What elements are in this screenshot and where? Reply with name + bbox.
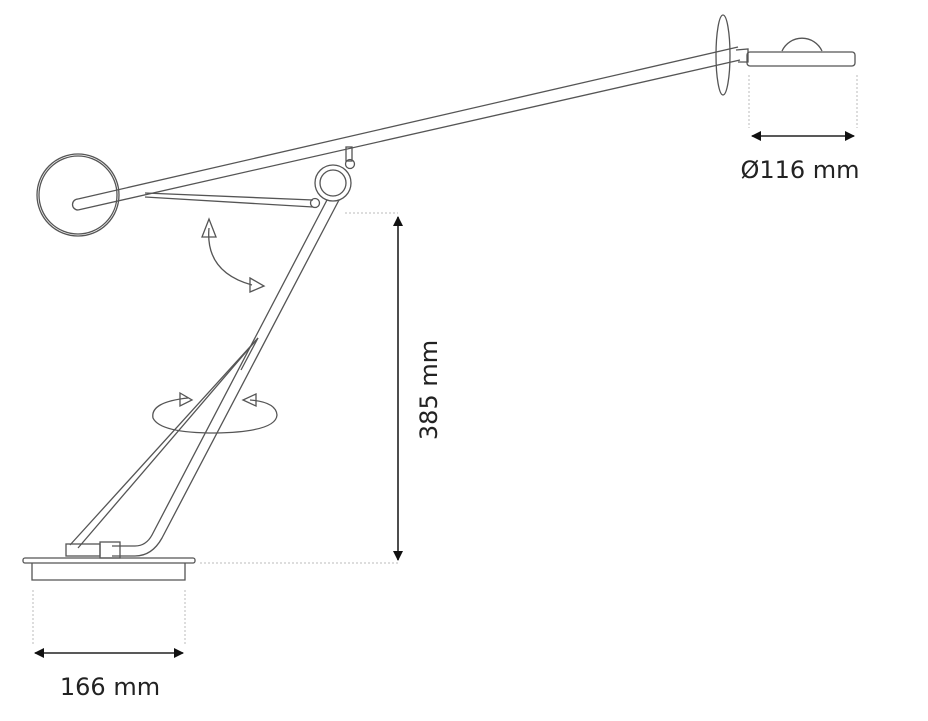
counterweight — [36, 153, 120, 237]
swivel-rotation-arrow — [152, 391, 278, 434]
lower-link — [144, 192, 321, 209]
base-width-label: 166 mm — [60, 673, 160, 701]
joint — [314, 146, 356, 202]
head-rotation-indicator — [715, 14, 731, 96]
head-diameter-dimension: Ø116 mm — [740, 75, 860, 184]
upright — [69, 199, 340, 557]
height-label: 385 mm — [415, 340, 443, 440]
head-diameter-label: Ø116 mm — [740, 156, 859, 184]
base-width-dimension: 166 mm — [32, 590, 186, 701]
main-arm — [71, 46, 741, 211]
lamp-head — [715, 14, 856, 96]
base — [22, 541, 196, 581]
tilt-rotation-arrow — [201, 217, 266, 293]
height-dimension: 385 mm — [200, 212, 443, 564]
